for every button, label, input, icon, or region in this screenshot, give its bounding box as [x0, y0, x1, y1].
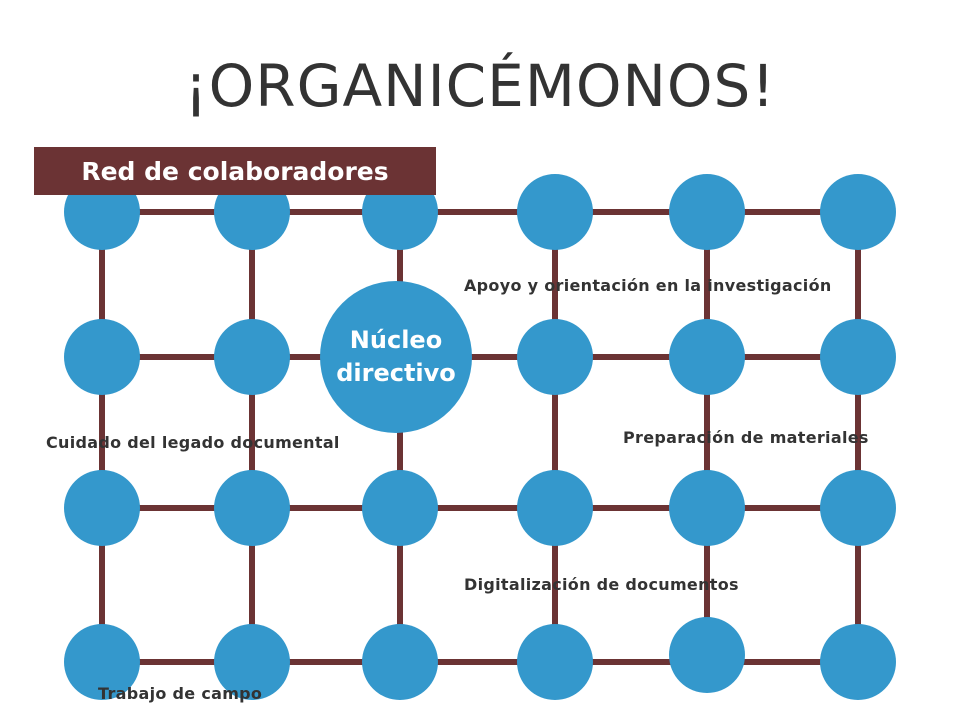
collaborator-node — [517, 319, 593, 395]
page-title: ¡ORGANICÉMONOS! — [184, 52, 776, 120]
collaborator-node — [362, 624, 438, 700]
collaborator-node — [517, 624, 593, 700]
network-banner: Red de colaboradores — [34, 147, 436, 195]
label-cuidado-legado: Cuidado del legado documental — [46, 433, 340, 452]
collaborator-node — [820, 319, 896, 395]
core-node — [320, 281, 472, 433]
collaborator-node — [214, 624, 290, 700]
collaborator-node — [64, 470, 140, 546]
label-preparacion-materiales: Preparación de materiales — [623, 428, 869, 447]
collaborator-node — [669, 470, 745, 546]
label-apoyo-investigacion: Apoyo y orientación en la investigación — [464, 276, 832, 295]
collaborator-node — [820, 174, 896, 250]
collaborator-node — [517, 174, 593, 250]
collaborator-node — [362, 470, 438, 546]
collaborator-node — [64, 624, 140, 700]
label-digitalizacion: Digitalización de documentos — [464, 575, 739, 594]
label-trabajo-campo: Trabajo de campo — [98, 684, 263, 703]
collaborator-node — [64, 319, 140, 395]
collaborator-node — [517, 470, 593, 546]
collaborator-node — [669, 617, 745, 693]
collaborator-node — [820, 624, 896, 700]
collaborator-node — [214, 319, 290, 395]
collaborator-node — [820, 470, 896, 546]
collaborator-node — [669, 319, 745, 395]
collaborator-node — [669, 174, 745, 250]
collaborator-node — [214, 470, 290, 546]
